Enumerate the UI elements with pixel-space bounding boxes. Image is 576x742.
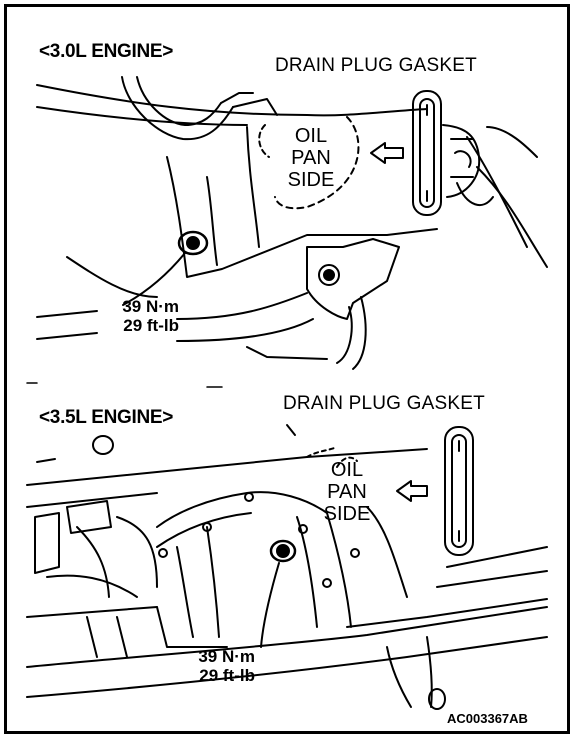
figure-code: AC003367AB (447, 711, 528, 726)
diagram-frame: <3.0L ENGINE> DRAIN PLUG GASKET OIL PAN … (4, 4, 570, 734)
bottom-engine-label: <3.5L ENGINE> (39, 407, 174, 428)
bottom-side-line-2: PAN (327, 481, 367, 503)
top-side-line-2: PAN (291, 147, 331, 169)
bottom-torque-ftlb: 29 ft-lb (199, 666, 255, 685)
bottom-torque-spec: 39 N·m 29 ft-lb (167, 647, 255, 685)
top-torque-spec: 39 N·m 29 ft-lb (91, 297, 179, 335)
bottom-torque-nm: 39 N·m (198, 647, 255, 666)
top-torque-ftlb: 29 ft-lb (123, 316, 179, 335)
top-side-line-3: SIDE (287, 169, 335, 191)
top-side-line-1: OIL (294, 125, 328, 147)
bottom-oil-pan-side-label: OIL PAN SIDE (315, 459, 379, 525)
bottom-gasket-label: DRAIN PLUG GASKET (283, 393, 485, 414)
top-engine-drawing (36, 76, 548, 370)
bottom-engine-drawing (26, 424, 548, 710)
engine-illustration (26, 76, 548, 710)
top-engine-label: <3.0L ENGINE> (39, 41, 174, 62)
top-gasket-label: DRAIN PLUG GASKET (275, 55, 477, 76)
top-torque-nm: 39 N·m (122, 297, 179, 316)
bottom-side-line-1: OIL (330, 459, 364, 481)
bottom-side-line-3: SIDE (323, 503, 371, 525)
top-oil-pan-side-label: OIL PAN SIDE (279, 125, 343, 191)
